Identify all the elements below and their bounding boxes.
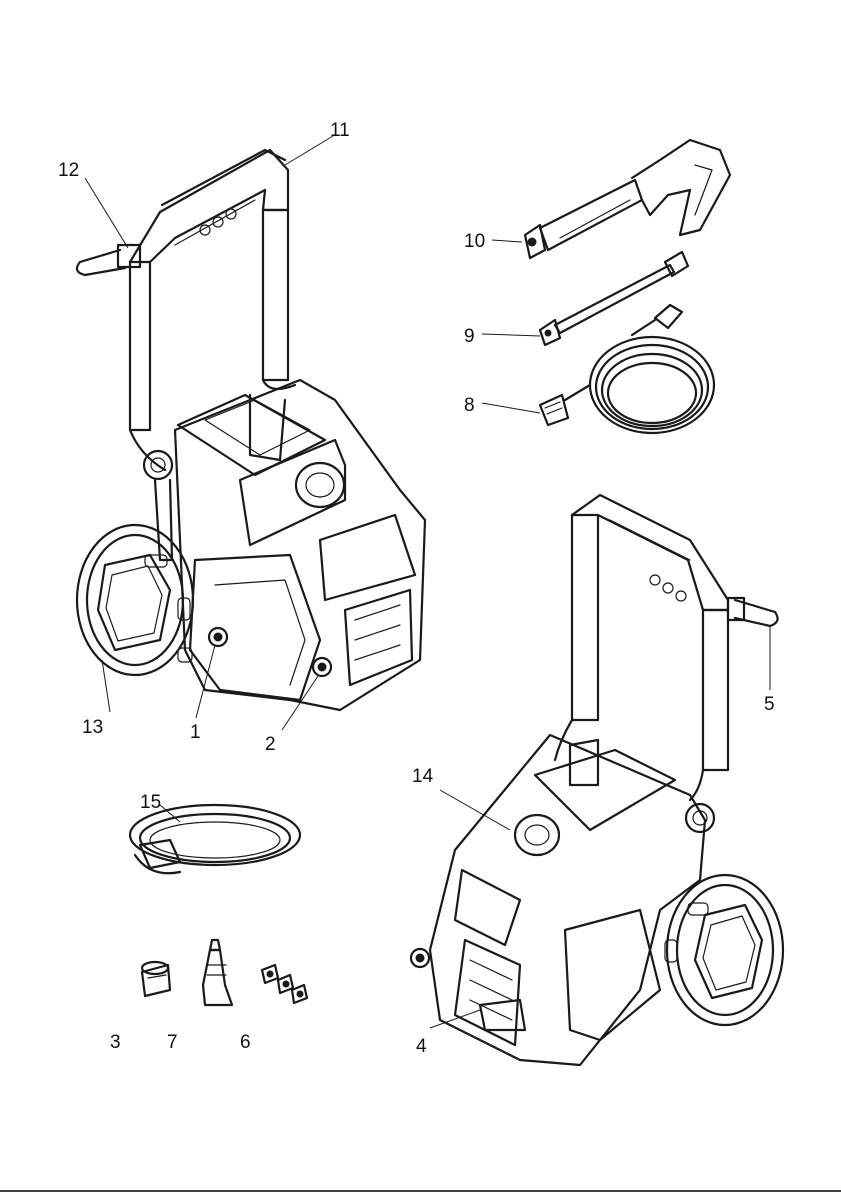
pressure-washer-rear-view: [411, 495, 783, 1065]
water-inlet-fitting: [209, 628, 227, 646]
callout-11: 11: [330, 120, 350, 141]
wheel-right-unit: [665, 875, 783, 1025]
handle-frame-right-unit: [555, 495, 728, 800]
callout-7: 7: [167, 1032, 178, 1053]
callout-2: 2: [265, 734, 276, 755]
callout-3: 3: [110, 1032, 121, 1053]
hose-hanger-right: [728, 598, 778, 626]
wheel-left-unit: [77, 525, 193, 675]
callout-15: 15: [140, 792, 161, 813]
quick-connect-adapter: [142, 962, 170, 996]
callout-1: 1: [190, 722, 201, 743]
high-pressure-hose: [540, 305, 714, 433]
callout-12: 12: [58, 160, 79, 181]
water-outlet-fitting: [313, 658, 331, 676]
pressure-washer-front-view: [77, 150, 425, 710]
motor-housing-body: [144, 380, 425, 710]
spray-gun: [525, 140, 730, 258]
extension-wand: [540, 252, 688, 345]
inlet-fitting-right: [411, 949, 429, 967]
motor-housing-body-rear: [430, 735, 714, 1065]
nozzle-set: [262, 965, 307, 1003]
callout-9: 9: [464, 326, 475, 347]
callout-4: 4: [416, 1036, 427, 1057]
callout-10: 10: [464, 231, 485, 252]
callout-13: 13: [82, 717, 103, 738]
callout-6: 6: [240, 1032, 251, 1053]
leader-lines: [85, 136, 770, 1028]
detergent-hose: [130, 805, 300, 873]
handle-frame-left-unit: [130, 150, 295, 470]
callout-8: 8: [464, 395, 475, 416]
callout-14: 14: [412, 766, 434, 787]
turbo-nozzle: [203, 940, 232, 1005]
callout-5: 5: [764, 694, 775, 715]
